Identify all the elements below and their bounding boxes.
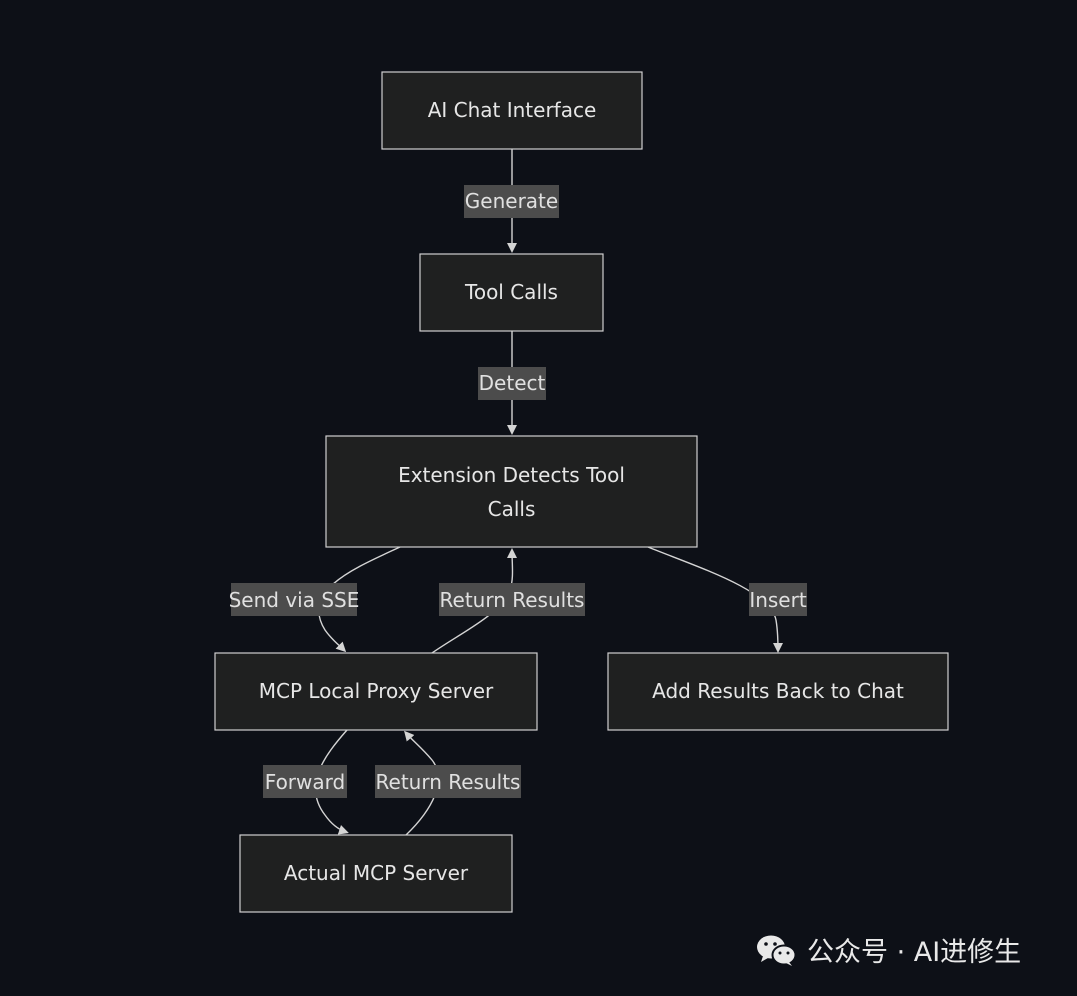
label-bg-insert (749, 583, 807, 616)
edge-labels: Generate Detect Send via SSE Return Resu… (229, 185, 807, 798)
node-box (239, 834, 513, 913)
label-bg-forward (263, 765, 347, 798)
node-label-line2: Calls (488, 497, 536, 521)
node-box (214, 652, 538, 731)
node-extension-detects: Extension Detects Tool Calls (325, 435, 698, 548)
node-tool-calls: Tool Calls (419, 253, 604, 332)
edge-label-generate: Generate (465, 189, 558, 213)
wechat-icon (757, 935, 797, 966)
node-label: Add Results Back to Chat (652, 679, 904, 703)
label-bg-detect (478, 367, 546, 400)
edge-label-return-results-1: Return Results (440, 588, 585, 612)
node-label: Actual MCP Server (284, 861, 469, 885)
edge-label-send-sse: Send via SSE (229, 588, 360, 612)
node-add-results: Add Results Back to Chat (607, 652, 949, 731)
label-bg-generate (464, 185, 559, 218)
edge-label-detect: Detect (479, 371, 546, 395)
node-box (381, 71, 643, 150)
edge-label-forward: Forward (265, 770, 345, 794)
edge-forward (314, 729, 349, 835)
node-box (607, 652, 949, 731)
node-mcp-local-proxy: MCP Local Proxy Server (214, 652, 538, 731)
node-ai-chat-interface: AI Chat Interface (381, 71, 643, 150)
edge-label-return-results-2: Return Results (376, 770, 521, 794)
label-bg-return-results-2 (375, 765, 521, 798)
edge-return-results-2 (404, 730, 440, 836)
watermark: 公众号 · AI进修生 (755, 930, 1021, 969)
node-label-line1: Extension Detects Tool (398, 463, 625, 487)
edge-send-sse (318, 546, 401, 653)
label-bg-return-results-1 (439, 583, 585, 616)
node-box (325, 435, 698, 548)
label-bg-send-sse (231, 583, 357, 616)
node-box (419, 253, 604, 332)
edge-label-insert: Insert (749, 588, 807, 612)
watermark-text: 公众号 · AI进修生 (807, 937, 1022, 968)
node-label: MCP Local Proxy Server (259, 679, 494, 703)
node-label: AI Chat Interface (428, 98, 597, 122)
node-actual-mcp-server: Actual MCP Server (239, 834, 513, 913)
node-label: Tool Calls (464, 280, 558, 304)
